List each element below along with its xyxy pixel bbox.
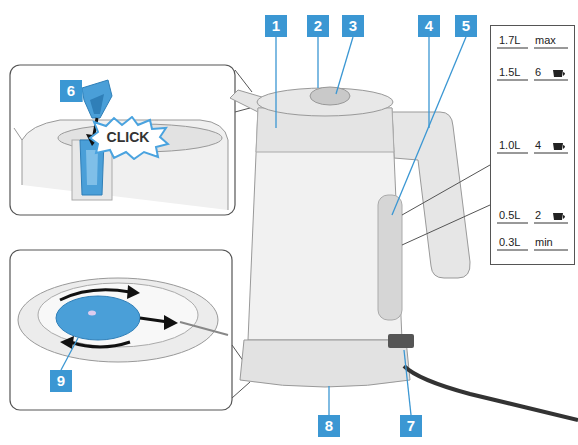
- callout-number: 4: [418, 15, 440, 37]
- callout-number: 5: [455, 15, 477, 37]
- fill-scale-panel: 1.7L max 1.5L 6 1.0L 4 0.5L 2 0.3L min: [490, 25, 575, 265]
- cup-mark: 2: [535, 209, 541, 222]
- cup-mark: min: [535, 236, 553, 249]
- volume-mark: 0.3L: [499, 236, 520, 249]
- callout-number: 2: [307, 15, 329, 37]
- callout-number: 1: [265, 15, 287, 37]
- volume-mark: 1.7L: [499, 34, 520, 47]
- volume-mark: 0.5L: [499, 209, 520, 222]
- callout-number: 6: [60, 80, 82, 102]
- callout-number: 8: [318, 415, 340, 437]
- volume-mark: 1.0L: [499, 139, 520, 152]
- callout-number: 7: [400, 415, 422, 437]
- volume-mark: 1.5L: [499, 66, 520, 79]
- callout-number: 9: [50, 370, 72, 392]
- cup-mark: max: [535, 34, 556, 47]
- cup-mark: 6: [535, 66, 541, 79]
- click-burst: CLICK: [86, 116, 170, 160]
- callout-number: 3: [342, 15, 364, 37]
- click-text: CLICK: [86, 129, 170, 145]
- cup-mark: 4: [535, 139, 541, 152]
